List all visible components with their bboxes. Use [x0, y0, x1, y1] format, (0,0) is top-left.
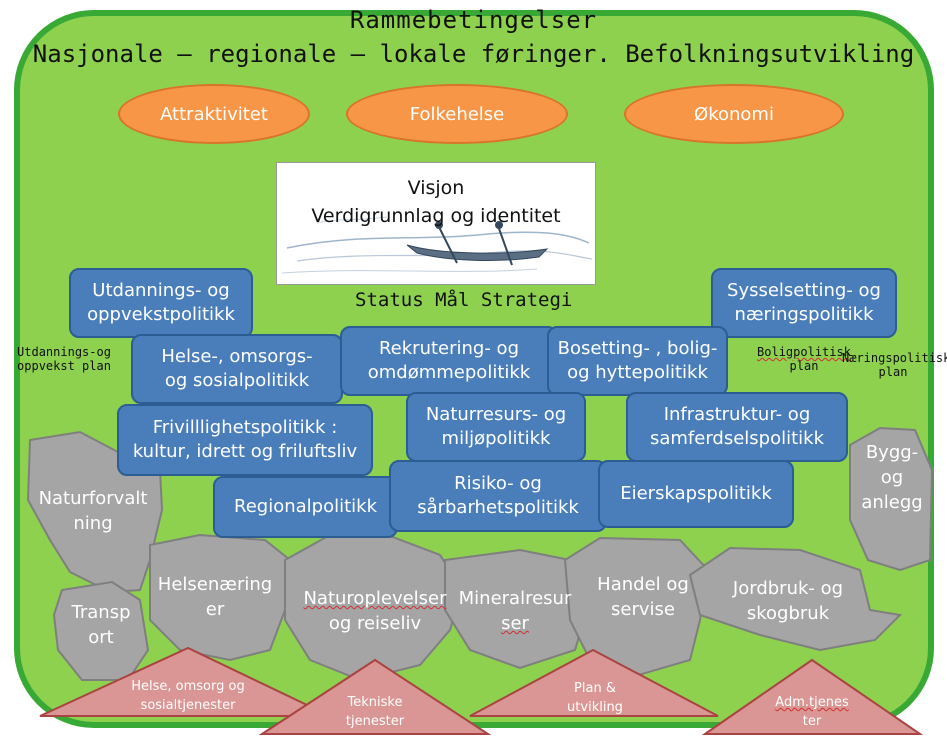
sector-jordbruk-line2: skogbruk	[746, 603, 830, 625]
focus-folkehelse: Folkehelse	[346, 84, 568, 144]
sector-naturopplevelser-line2: og reiseliv	[328, 613, 422, 635]
plan-bolig-line2: plan	[789, 358, 819, 373]
sector-naturopplevelser: Naturoplevelser og reiseliv	[290, 586, 460, 636]
sector-handel-line1: Handel og	[597, 574, 689, 595]
service-helse-line2: sosialtjenester	[140, 697, 236, 713]
sector-mineral: Mineralresur ser	[450, 586, 580, 636]
policy-naturresurs-line1: Naturresurs- og	[425, 403, 567, 425]
sector-handel-line2: servise	[611, 599, 675, 621]
sector-naturopplevelser-line1: Naturoplevelser	[303, 588, 447, 609]
policy-helse-line2: og sosialpolitikk	[164, 370, 310, 391]
sector-helsenaeringer: Helsenæring er	[150, 572, 280, 622]
policy-frivillighet-line2: kultur, idrett og friluftsliv	[132, 441, 358, 462]
plan-utdanning-line2: oppvekst plan	[17, 358, 111, 373]
service-plan: Plan & utvikling	[540, 680, 650, 718]
plan-naering-line2: plan	[878, 364, 908, 379]
policy-sysselsetting-line1: Sysselsetting- og	[727, 279, 881, 301]
policy-infrastruktur: Infrastruktur- og samferdselspolitikk	[626, 392, 848, 462]
service-adm-line2: ter	[802, 713, 822, 729]
policy-helse-line1: Helse-, omsorgs-	[161, 345, 313, 367]
policy-naturresurs-line2: miljøpolitikk	[441, 428, 551, 449]
service-helse: Helse, omsorg og sosialtjenester	[110, 678, 266, 716]
status-goal-strategy: Status Mål Strategi	[355, 289, 573, 311]
plan-bolig-line1: Boligpolitisk	[757, 345, 851, 359]
policy-sysselsetting: Sysselsetting- og næringspolitikk	[711, 268, 897, 338]
sector-jordbruk: Jordbruk- og skogbruk	[718, 576, 858, 626]
stone-bygg	[849, 426, 934, 572]
policy-sysselsetting-line2: næringspolitikk	[734, 304, 874, 325]
stone-handel	[563, 536, 710, 678]
focus-attraktivitet: Attraktivitet	[118, 84, 310, 144]
policy-helse: Helse-, omsorgs-og sosialpolitikk	[131, 334, 343, 404]
sector-helsenaeringer-line1: Helsenæring	[157, 574, 273, 595]
sector-transport-line2: ort	[88, 627, 114, 649]
plan-utdanning: Utdannings-og oppvekst plan	[10, 345, 118, 374]
policy-utdanning-line1: Utdannings- og	[92, 279, 230, 301]
policy-risiko-line2: sårbarhetspolitikk	[417, 497, 579, 518]
diagram-title: Rammebetingelser	[349, 6, 598, 34]
policy-bosetting-line1: Bosetting- , bolig-	[557, 337, 718, 359]
focus-okonomi: Økonomi	[624, 84, 844, 144]
sector-helsenaeringer-line2: er	[205, 599, 225, 621]
policy-infrastruktur-line1: Infrastruktur- og	[663, 403, 811, 425]
policy-eierskap: Eierskapspolitikk	[598, 460, 794, 528]
service-tekniske: Tekniske tjenester	[320, 694, 430, 732]
sector-bygg-line3: anlegg	[861, 492, 923, 514]
policy-infrastruktur-line2: samferdselspolitikk	[649, 428, 825, 449]
sector-bygg: Bygg-og anlegg	[852, 440, 932, 516]
sector-handel: Handel og servise	[578, 572, 708, 622]
values-identity-label: Verdigrunnlag og identitet	[311, 205, 561, 227]
triangle-tekniske	[258, 658, 492, 735]
triangle-adm	[701, 658, 924, 735]
service-tekniske-line1: Tekniske	[347, 695, 403, 710]
policy-frivillighet: Frivilllighetspolitikk : kultur, idrett o…	[117, 404, 373, 476]
policy-frivillighet-line1: Frivilllighetspolitikk :	[152, 416, 338, 438]
sector-naturforvaltning-line1: Naturforvalt	[38, 488, 148, 509]
policy-utdanning: Utdannings- og oppvekstpolitikk	[69, 268, 253, 338]
stone-jordbruk	[688, 546, 903, 652]
policy-rekrutering: Rekrutering- og omdømmepolitikk	[340, 326, 558, 396]
policy-bosetting-line2: og hyttepolitikk	[567, 362, 708, 383]
service-helse-line1: Helse, omsorg og	[131, 679, 245, 694]
policy-risiko-line1: Risiko- og	[454, 472, 542, 494]
triangle-helse	[39, 646, 331, 717]
service-adm: Adm.tjenes ter	[760, 694, 864, 732]
sector-transport: Transp ort	[58, 600, 144, 650]
vision-box: Visjon Verdigrunnlag og identitet	[276, 162, 596, 285]
vision-label: Visjon	[407, 177, 465, 199]
sector-mineral-line2: ser	[501, 613, 529, 635]
triangle-plan	[469, 648, 719, 717]
policy-regional: Regionalpolitikk	[213, 476, 398, 538]
sector-mineral-line1: Mineralresur	[458, 588, 572, 609]
service-plan-line1: Plan &	[574, 681, 616, 696]
policy-bosetting: Bosetting- , bolig-og hyttepolitikk	[547, 326, 728, 396]
sector-bygg-line1: Bygg-	[865, 442, 919, 463]
sector-jordbruk-line1: Jordbruk- og	[732, 578, 844, 599]
service-tekniske-line2: tjenester	[345, 713, 405, 729]
sector-transport-line1: Transp	[71, 602, 131, 623]
policy-rekrutering-line2: omdømmepolitikk	[367, 362, 531, 383]
policy-risiko: Risiko- og sårbarhetspolitikk	[389, 460, 607, 532]
diagram-subtitle: Nasjonale – regionale – lokale føringer.…	[32, 40, 915, 68]
sector-naturforvaltning: Naturforvalt ning	[28, 486, 158, 536]
stone-mineral	[444, 548, 592, 670]
policy-utdanning-line2: oppvekstpolitikk	[87, 304, 235, 325]
sector-naturforvaltning-line2: ning	[73, 513, 113, 535]
service-adm-line1: Adm.tjenes	[775, 695, 849, 710]
rowing-sketch	[281, 216, 593, 274]
plan-naering: Næringspolitisk plan	[842, 351, 947, 380]
plan-naering-line1: Næringspolitisk	[842, 351, 947, 365]
service-plan-line2: utvikling	[567, 699, 623, 715]
plan-bolig: Boligpolitisk plan	[756, 345, 852, 374]
plan-utdanning-line1: Utdannings-og	[17, 345, 111, 359]
sector-bygg-line2: og	[880, 467, 904, 489]
policy-rekrutering-line1: Rekrutering- og	[378, 337, 519, 359]
policy-naturresurs: Naturresurs- og miljøpolitikk	[406, 392, 586, 462]
